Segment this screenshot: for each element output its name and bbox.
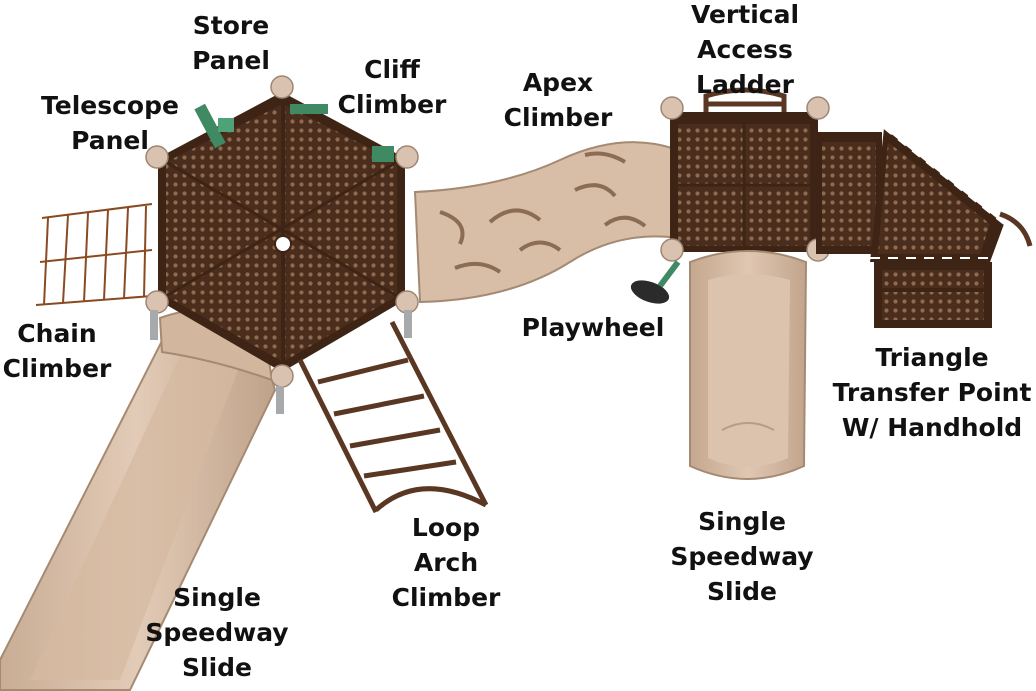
cliff-climber-line-1: Cliff <box>364 55 420 84</box>
single-speedway-slide-left-label: Single Speedway Slide <box>145 580 288 685</box>
loop-arch-climber-line-3: Climber <box>391 583 501 612</box>
single-speedway-slide-right-label: Single Speedway Slide <box>670 504 813 609</box>
single-speedway-slide-right-line-1: Single <box>698 507 786 536</box>
vertical-access-ladder-label: Vertical Access Ladder <box>691 0 799 102</box>
chain-climber-line-1: Chain <box>17 319 97 348</box>
apex-climber-line-2: Climber <box>503 103 613 132</box>
vertical-access-ladder <box>703 87 787 112</box>
loop-arch-climber <box>297 320 489 514</box>
loop-arch-climber-line-1: Loop <box>411 513 481 542</box>
vertical-access-ladder-line-2: Access <box>697 35 793 64</box>
single-speedway-slide-left-line-1: Single <box>173 583 261 612</box>
apex-climber <box>413 141 680 304</box>
store-panel-line-2: Panel <box>192 46 270 75</box>
cliff-climber-line-2: Climber <box>337 90 447 119</box>
single-speedway-slide-right-line-2: Speedway <box>670 542 814 571</box>
square-deck <box>660 96 830 262</box>
store-panel-line-1: Store <box>192 11 270 40</box>
playwheel-label: Playwheel <box>522 310 665 345</box>
single-speedway-slide-left-line-3: Slide <box>181 653 252 682</box>
loop-arch-climber-line-2: Arch <box>413 548 479 577</box>
store-panel <box>290 104 328 114</box>
cliff-climber <box>372 146 394 162</box>
store-panel-label: Store Panel <box>192 8 270 78</box>
chain-climber <box>35 203 153 306</box>
playwheel-line-1: Playwheel <box>521 313 665 342</box>
single-speedway-slide-right <box>689 250 808 480</box>
cliff-climber-label: Cliff Climber <box>338 52 447 122</box>
triangle-transfer-point-label: Triangle Transfer Point W/ Handhold <box>833 340 1032 445</box>
chain-climber-label: Chain Climber <box>3 316 112 386</box>
telescope-panel-line-2: Panel <box>71 126 149 155</box>
telescope-panel <box>194 103 234 149</box>
vertical-access-ladder-line-1: Vertical <box>690 0 800 29</box>
playwheel <box>630 260 681 304</box>
triangle-transfer-point-line-1: Triangle <box>875 343 989 372</box>
apex-climber-line-1: Apex <box>522 68 594 97</box>
triangle-transfer-point-line-3: W/ Handhold <box>841 413 1023 442</box>
telescope-panel-label: Telescope Panel <box>41 88 179 158</box>
chain-climber-line-2: Climber <box>2 354 112 383</box>
triangle-transfer-point-line-2: Transfer Point <box>832 378 1032 407</box>
triangle-transfer-point <box>816 127 1033 328</box>
hexagon-deck <box>145 75 419 414</box>
telescope-panel-line-1: Telescope <box>41 91 179 120</box>
single-speedway-slide-left-line-2: Speedway <box>145 618 289 647</box>
vertical-access-ladder-line-3: Ladder <box>696 70 794 99</box>
single-speedway-slide-right-line-3: Slide <box>706 577 777 606</box>
apex-climber-label: Apex Climber <box>504 65 613 135</box>
loop-arch-climber-label: Loop Arch Climber <box>392 510 501 615</box>
